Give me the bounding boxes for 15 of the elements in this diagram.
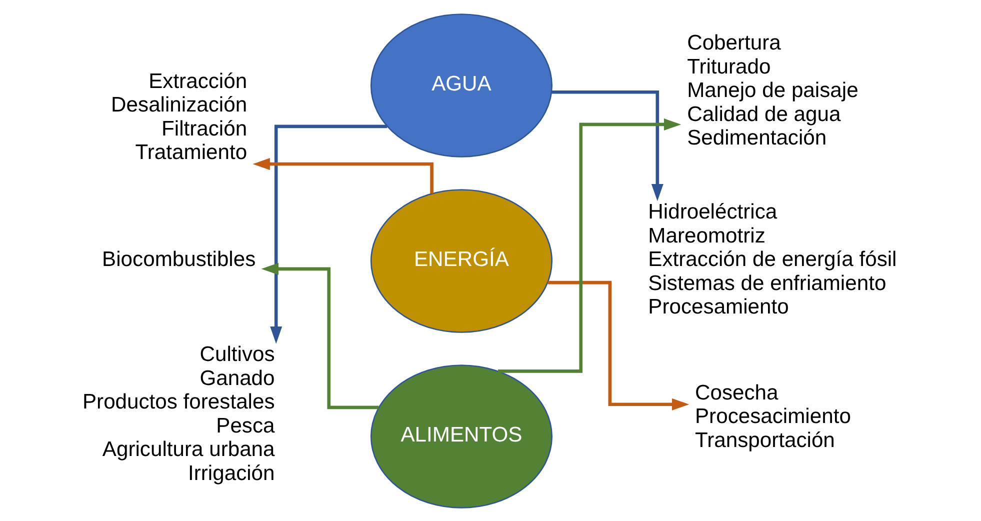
node-text: Biocombustibles [102, 248, 256, 271]
node-text: Cosecha Procesacimiento Transportación [695, 380, 851, 452]
node-text: Extracción Desalinización Filtración Tratamiento [111, 69, 248, 164]
node-text: Cultivos Ganado Productos forestales Pesca Agricultura urbana Irrigación [82, 342, 275, 484]
node-text: Cobertura Triturado Manejo de paisaje Calidad de agua Sedimentación [687, 31, 858, 150]
node-ellipse: ALIMENTOS [370, 364, 552, 508]
node-ellipse: AGUA [370, 13, 552, 157]
node-ellipse: ENERGÍA [370, 188, 552, 332]
arrow [498, 118, 682, 372]
node-text: Hidroeléctrica Mareomotriz Extracción de energía fósil Sistemas de enfriamiento Procesamiento [648, 200, 897, 318]
arrow [270, 124, 388, 344]
arrow [261, 262, 379, 409]
arrow [252, 158, 434, 194]
arrow [548, 280, 690, 410]
arrow [552, 90, 664, 201]
